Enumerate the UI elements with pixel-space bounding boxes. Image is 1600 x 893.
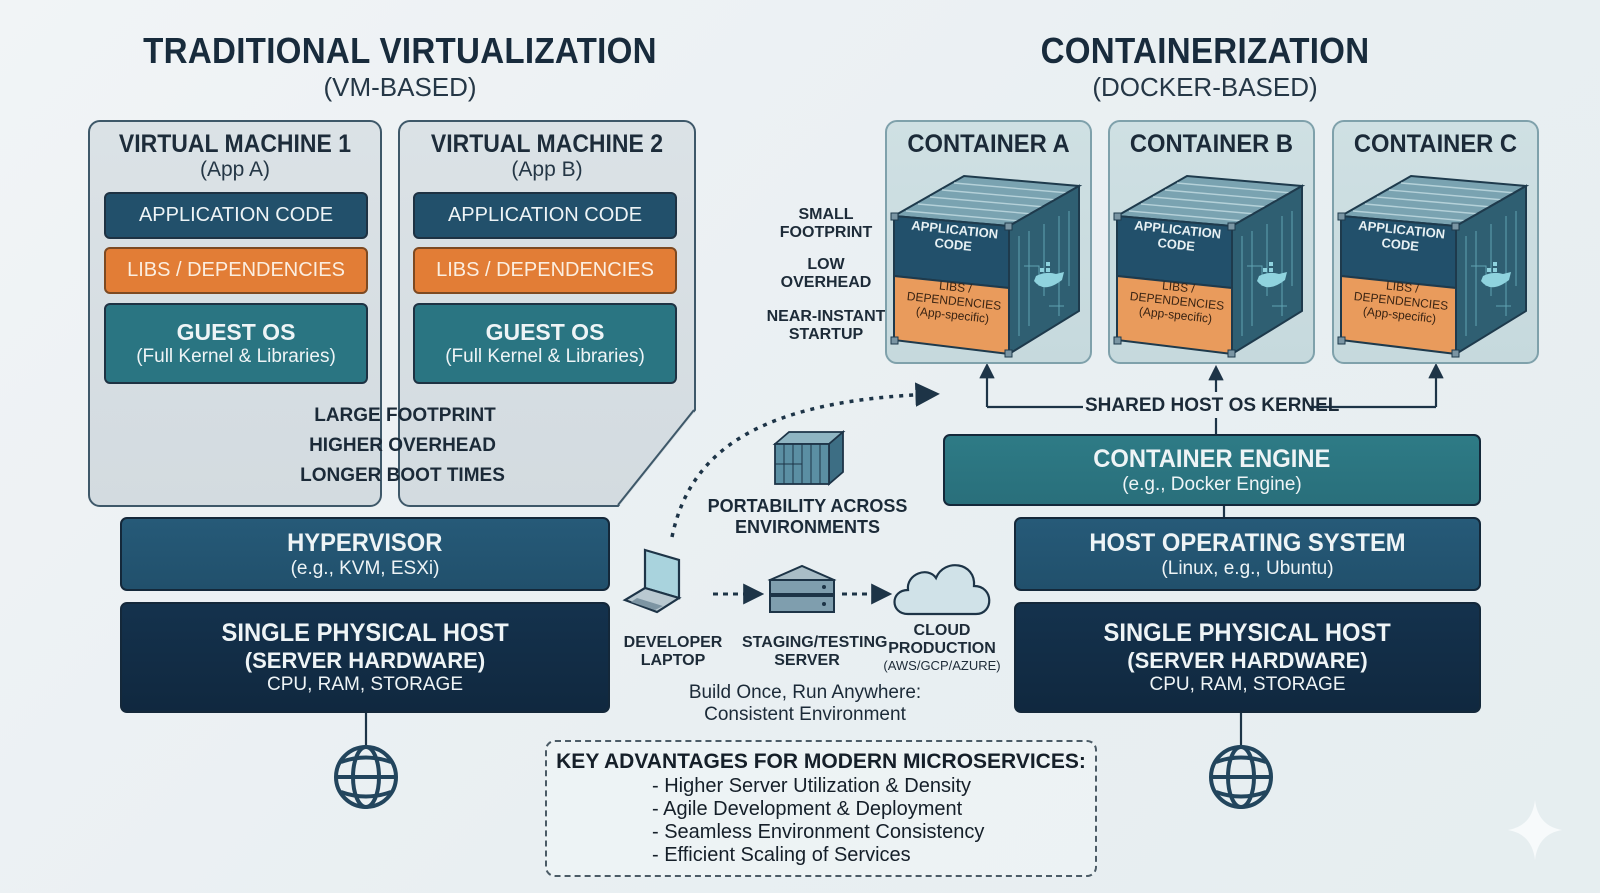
- cloud-production-sub: (AWS/GCP/AZURE): [883, 658, 1001, 673]
- benefit-near-instant: NEAR-INSTANT STARTUP: [766, 308, 886, 343]
- sparkle-icon: [1508, 800, 1562, 860]
- left-physical-host: SINGLE PHYSICAL HOST (SERVER HARDWARE) C…: [120, 602, 610, 713]
- portability-arc: [670, 382, 940, 538]
- key-advantages-list: - Higher Server Utilization & Density - …: [652, 775, 984, 867]
- globe-icon-left: [334, 745, 398, 809]
- container-a-title: CONTAINER A: [907, 130, 1070, 158]
- drawback-longer-boot: LONGER BOOT TIMES: [300, 465, 505, 486]
- vm2-corner-outline: [617, 409, 695, 506]
- advantage-item: - Higher Server Utilization & Density: [652, 775, 971, 797]
- drawback-higher-overhead: HIGHER OVERHEAD: [309, 435, 496, 456]
- vm2-title: VIRTUAL MACHINE 2: [430, 130, 664, 158]
- vm2-guest-os: GUEST OS (Full Kernel & Libraries): [413, 303, 677, 384]
- right-title: CONTAINERIZATION: [1040, 30, 1370, 71]
- left-physical-title: SINGLE PHYSICAL HOST: [221, 619, 509, 647]
- container-engine-layer: CONTAINER ENGINE (e.g., Docker Engine): [943, 434, 1481, 506]
- host-os-sub: (Linux, e.g., Ubuntu): [1161, 557, 1334, 579]
- vm1-libs: LIBS / DEPENDENCIES: [104, 247, 368, 294]
- vm2-guest-title: GUEST OS: [485, 319, 605, 345]
- host-os-title: HOST OPERATING SYSTEM: [1089, 528, 1406, 557]
- vm1-application-code: APPLICATION CODE: [104, 192, 368, 239]
- server-icon: [767, 564, 837, 613]
- container-engine-sub: (e.g., Docker Engine): [1122, 473, 1302, 495]
- vm1-libs-label: LIBS / DEPENDENCIES: [127, 259, 345, 281]
- container-a-box-icon: [890, 175, 1080, 358]
- shipping-container-icon: [772, 430, 846, 486]
- container-b-box-icon: [1113, 175, 1303, 358]
- vm1-guest-sub: (Full Kernel & Libraries): [136, 346, 336, 367]
- container-b-title: CONTAINER B: [1129, 130, 1294, 158]
- cloud-production-label: CLOUD PRODUCTION: [888, 622, 996, 657]
- vm2-libs: LIBS / DEPENDENCIES: [413, 247, 677, 294]
- cloud-icon: [893, 564, 991, 616]
- vm1-guest-title: GUEST OS: [176, 319, 296, 345]
- tagline: Build Once, Run Anywhere: Consistent Env…: [640, 682, 970, 726]
- vm2-libs-label: LIBS / DEPENDENCIES: [436, 259, 654, 281]
- benefit-small-footprint: SMALL FOOTPRINT: [779, 206, 873, 241]
- key-advantages-title: KEY ADVANTAGES FOR MODERN MICROSERVICES:: [556, 750, 1086, 773]
- pipeline-staging-server: STAGING/TESTING SERVER: [742, 634, 888, 669]
- globe-icon-right: [1209, 745, 1273, 809]
- vm2-application-code: APPLICATION CODE: [413, 192, 677, 239]
- pipeline-cloud-production: CLOUD PRODUCTION (AWS/GCP/AZURE): [880, 622, 1004, 673]
- pipeline-developer-laptop: DEVELOPER LAPTOP: [623, 634, 723, 669]
- portability-label: PORTABILITY ACROSS ENVIRONMENTS: [707, 496, 908, 537]
- advantage-item: - Efficient Scaling of Services: [652, 844, 911, 866]
- laptop-icon: [622, 548, 682, 614]
- left-physical-sub2: CPU, RAM, STORAGE: [266, 674, 463, 695]
- stack-connectors: [364, 506, 1243, 745]
- tagline-line-1: Build Once, Run Anywhere:: [688, 682, 922, 703]
- right-physical-sub2: CPU, RAM, STORAGE: [1149, 674, 1346, 695]
- vm1-guest-os: GUEST OS (Full Kernel & Libraries): [104, 303, 368, 384]
- tagline-line-2: Consistent Environment: [704, 704, 906, 725]
- right-subtitle: (DOCKER-BASED): [1092, 72, 1318, 102]
- container-c-title: CONTAINER C: [1353, 130, 1518, 158]
- left-title: TRADITIONAL VIRTUALIZATION: [143, 30, 657, 71]
- right-physical-sub1: (SERVER HARDWARE): [1127, 648, 1368, 673]
- vm2-guest-sub: (Full Kernel & Libraries): [445, 346, 645, 367]
- key-advantages-box: [545, 740, 1097, 877]
- advantage-item: - Seamless Environment Consistency: [652, 821, 985, 843]
- host-os-layer: HOST OPERATING SYSTEM (Linux, e.g., Ubun…: [1014, 517, 1481, 591]
- right-physical-title: SINGLE PHYSICAL HOST: [1103, 619, 1392, 647]
- hypervisor-layer: HYPERVISOR (e.g., KVM, ESXi): [120, 517, 610, 591]
- shared-kernel-label: SHARED HOST OS KERNEL: [1085, 395, 1340, 416]
- container-engine-title: CONTAINER ENGINE: [1093, 444, 1331, 473]
- hypervisor-sub: (e.g., KVM, ESXi): [290, 557, 440, 579]
- container-c-box-icon: [1337, 175, 1527, 358]
- vm1-app: (App A): [199, 158, 271, 181]
- advantage-item: - Agile Development & Deployment: [652, 798, 963, 820]
- benefit-low-overhead: LOW OVERHEAD: [780, 256, 872, 291]
- hypervisor-title: HYPERVISOR: [287, 528, 443, 557]
- left-subtitle: (VM-BASED): [323, 72, 477, 102]
- vm1-app-label: APPLICATION CODE: [138, 204, 334, 226]
- vm1-title: VIRTUAL MACHINE 1: [118, 130, 352, 158]
- vm2-app: (App B): [511, 158, 583, 181]
- drawback-large-footprint: LARGE FOOTPRINT: [314, 405, 496, 426]
- left-physical-sub1: (SERVER HARDWARE): [244, 648, 486, 673]
- right-physical-host: SINGLE PHYSICAL HOST (SERVER HARDWARE) C…: [1014, 602, 1481, 713]
- vm2-app-label: APPLICATION CODE: [447, 204, 643, 226]
- kernel-arrows: [979, 362, 1444, 434]
